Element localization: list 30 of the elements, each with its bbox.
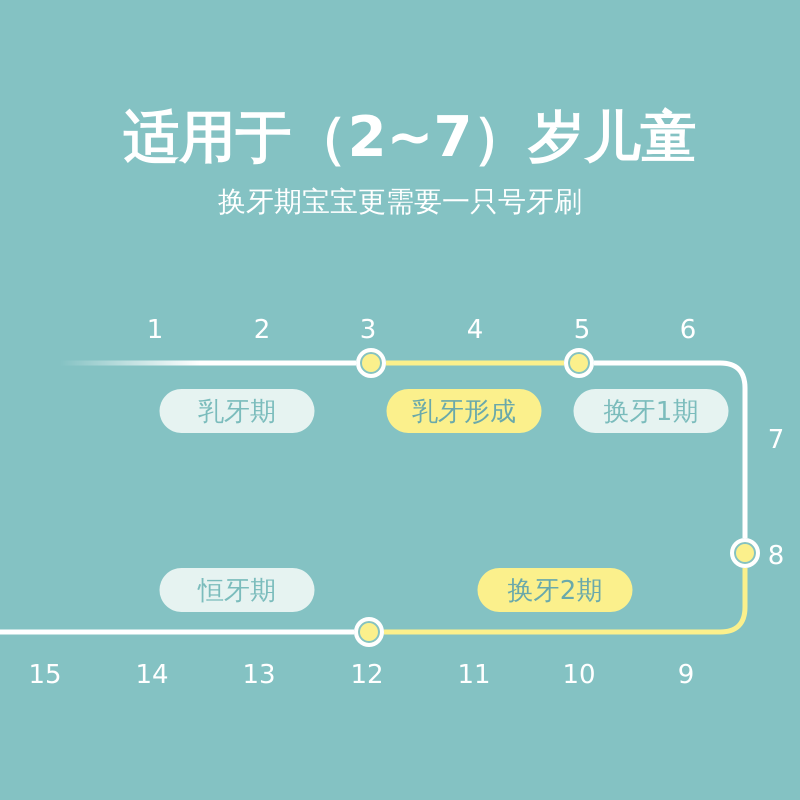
track-line <box>386 360 564 366</box>
year-number: 9 <box>678 660 694 690</box>
title: 适用于（2~7）岁儿童 <box>124 104 696 172</box>
year-number: 6 <box>680 315 696 345</box>
subtitle: 换牙期宝宝更需要一只号牙刷 <box>218 184 582 220</box>
year-number: 3 <box>360 315 376 345</box>
stage-pill: 换牙1期 <box>574 389 728 433</box>
year-number: 14 <box>135 660 169 690</box>
stage-pill: 乳牙期 <box>160 389 314 433</box>
timeline-dot <box>356 348 386 378</box>
year-number: 15 <box>28 660 62 690</box>
year-number: 10 <box>562 660 596 690</box>
timeline-dot <box>354 617 384 647</box>
year-number: 11 <box>457 660 491 690</box>
year-number: 13 <box>242 660 276 690</box>
track-line <box>594 360 748 538</box>
year-number: 4 <box>466 315 484 345</box>
stage-pill: 乳牙形成 <box>386 389 542 433</box>
year-number: 7 <box>768 425 784 455</box>
year-number: 12 <box>350 660 384 690</box>
track-line <box>384 568 748 634</box>
stage-pill: 换牙2期 <box>478 568 632 612</box>
year-number: 5 <box>574 315 590 345</box>
timeline-dot <box>564 348 594 378</box>
year-number: 2 <box>254 315 270 345</box>
track-line <box>0 630 354 634</box>
stage-pill: 恒牙期 <box>160 568 314 612</box>
timeline-dot <box>730 538 760 568</box>
year-number: 1 <box>146 315 164 345</box>
year-number: 8 <box>768 541 784 571</box>
